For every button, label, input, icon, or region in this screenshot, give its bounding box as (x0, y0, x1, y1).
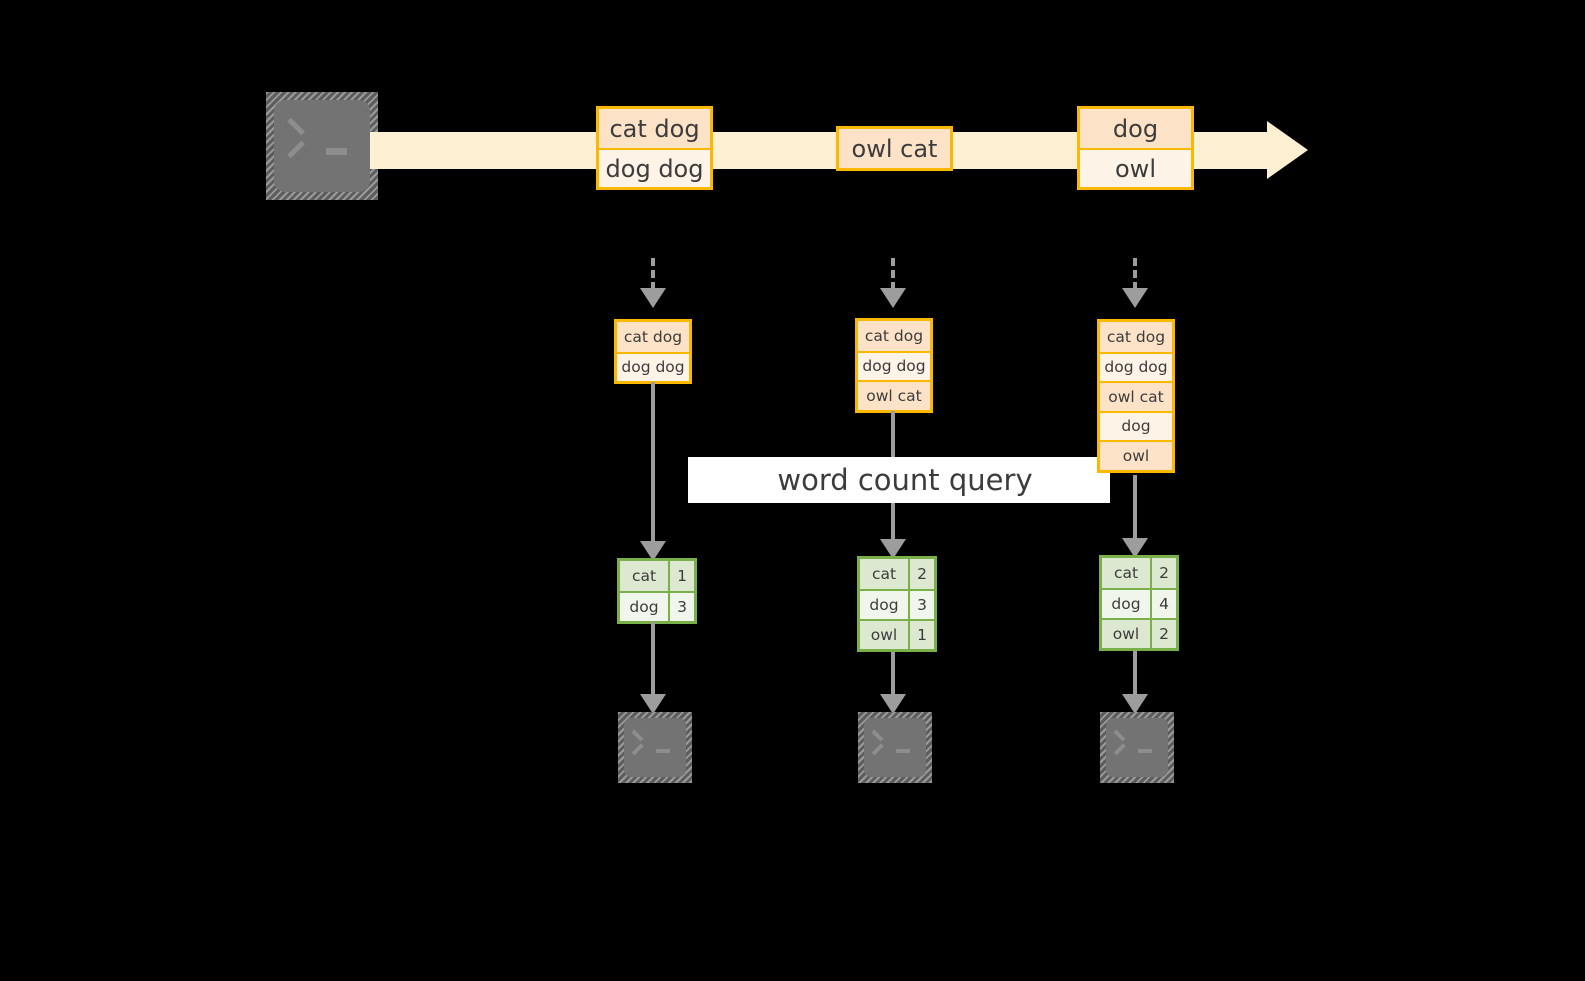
state-line: dog dog (617, 351, 689, 381)
table-cell-word: owl (1102, 620, 1150, 648)
query-label-text: word count query (777, 463, 1033, 497)
table-row: dog 4 (1102, 588, 1176, 618)
table-row: dog 3 (860, 589, 934, 619)
stream-record-line: cat dog (599, 109, 710, 148)
state-line: dog dog (1100, 351, 1172, 381)
state-to-result-arrow-1 (640, 541, 666, 561)
result-to-sink-arrow-1 (640, 694, 666, 714)
stream-to-state-connector-2 (891, 258, 895, 290)
state-to-result-arrow-2 (880, 539, 906, 559)
table-cell-word: owl (860, 621, 908, 649)
terminal-icon[interactable] (1100, 712, 1174, 783)
table-cell-count: 3 (668, 593, 694, 621)
stream-to-state-connector-3 (1133, 258, 1137, 290)
stream-to-state-connector-1 (651, 258, 655, 290)
state-to-result-connector-1 (651, 382, 655, 554)
state-line: cat dog (858, 321, 930, 351)
state-box-2: cat dog dog dog owl cat (855, 318, 933, 413)
state-line: cat dog (1100, 322, 1172, 352)
stream-record-1: cat dog dog dog (596, 106, 713, 190)
terminal-screen (1106, 718, 1168, 777)
stream-record-line: owl cat (839, 129, 950, 168)
prompt-underscore-icon (325, 147, 347, 156)
state-line: dog (1100, 410, 1172, 440)
terminal-screen (274, 100, 370, 192)
table-cell-count: 3 (908, 591, 934, 619)
result-table-1: cat 1 dog 3 (617, 558, 697, 624)
table-cell-word: dog (860, 591, 908, 619)
state-line: owl cat (1100, 381, 1172, 411)
state-box-1: cat dog dog dog (614, 319, 692, 384)
state-line: cat dog (617, 322, 689, 352)
table-row: dog 3 (620, 591, 694, 621)
stream-to-state-arrow-2 (880, 288, 906, 308)
table-cell-count: 2 (1150, 620, 1176, 648)
result-to-sink-arrow-3 (1122, 694, 1148, 714)
terminal-icon[interactable] (266, 92, 378, 200)
stream-arrow-head-icon (1267, 121, 1308, 179)
table-cell-count: 1 (668, 561, 694, 591)
table-cell-word: cat (860, 559, 908, 589)
result-to-sink-connector-2 (891, 652, 895, 706)
prompt-underscore-icon (1138, 748, 1152, 754)
stream-to-state-arrow-1 (640, 288, 666, 308)
table-cell-word: dog (1102, 590, 1150, 618)
prompt-underscore-icon (656, 748, 670, 754)
result-to-sink-connector-1 (651, 622, 655, 706)
table-cell-count: 2 (1150, 558, 1176, 588)
result-table-3: cat 2 dog 4 owl 2 (1099, 555, 1179, 651)
table-cell-word: dog (620, 593, 668, 621)
table-row: owl 1 (860, 619, 934, 649)
state-line: owl (1100, 440, 1172, 470)
prompt-underscore-icon (896, 748, 910, 754)
state-to-result-connector-3 (1133, 475, 1137, 553)
table-cell-count: 4 (1150, 590, 1176, 618)
table-row: cat 2 (860, 559, 934, 589)
state-box-3: cat dog dog dog owl cat dog owl (1097, 319, 1175, 473)
stream-record-line: dog (1080, 109, 1191, 148)
terminal-icon[interactable] (858, 712, 932, 783)
prompt-caret-icon (1113, 729, 1136, 756)
prompt-caret-icon (871, 729, 894, 756)
stream-record-2: owl cat (836, 126, 953, 171)
prompt-caret-icon (287, 117, 322, 159)
stream-record-line: dog dog (599, 148, 710, 187)
table-cell-word: cat (1102, 558, 1150, 588)
table-row: cat 2 (1102, 558, 1176, 588)
stream-to-state-arrow-3 (1122, 288, 1148, 308)
result-table-2: cat 2 dog 3 owl 1 (857, 556, 937, 652)
stream-record-line: owl (1080, 148, 1191, 187)
table-cell-count: 2 (908, 559, 934, 589)
query-label: word count query (688, 457, 1110, 503)
result-to-sink-connector-3 (1133, 651, 1137, 706)
result-to-sink-arrow-2 (880, 694, 906, 714)
table-cell-word: cat (620, 561, 668, 591)
terminal-icon[interactable] (618, 712, 692, 783)
terminal-screen (624, 718, 686, 777)
table-cell-count: 1 (908, 621, 934, 649)
table-row: owl 2 (1102, 618, 1176, 648)
state-line: owl cat (858, 380, 930, 410)
table-row: cat 1 (620, 561, 694, 591)
prompt-caret-icon (631, 729, 654, 756)
state-line: dog dog (858, 350, 930, 380)
terminal-screen (864, 718, 926, 777)
state-to-result-arrow-3 (1122, 538, 1148, 558)
stream-record-3: dog owl (1077, 106, 1194, 190)
